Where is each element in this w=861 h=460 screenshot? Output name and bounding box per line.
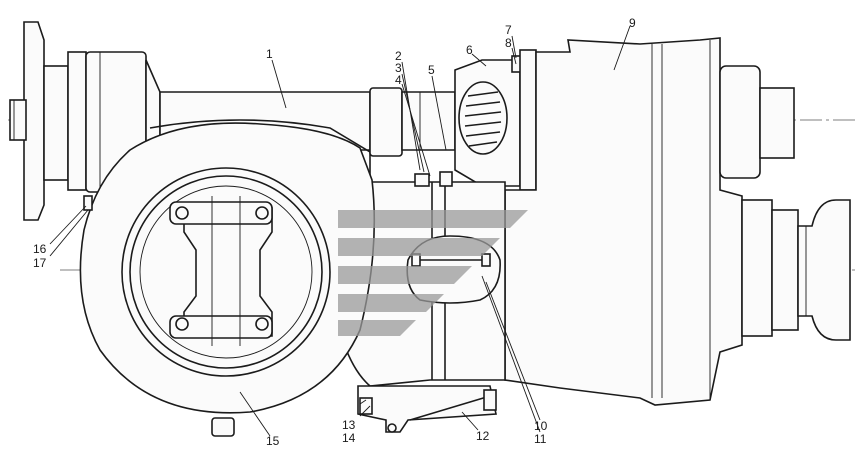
callout-6: 6 xyxy=(466,43,473,57)
callout-4: 4 xyxy=(395,73,402,87)
callout-8: 8 xyxy=(505,36,512,50)
callout-5: 5 xyxy=(428,63,435,77)
watermark-logo xyxy=(338,210,528,336)
callout-3: 3 xyxy=(395,61,402,75)
callout-1: 1 xyxy=(266,47,273,61)
callout-16: 16 xyxy=(33,242,47,256)
fastener-16-17 xyxy=(83,195,93,211)
callout-13: 13 xyxy=(342,418,356,432)
callout-2: 2 xyxy=(395,49,402,63)
callout-14: 14 xyxy=(342,431,356,445)
callout-12: 12 xyxy=(476,429,490,443)
main-housing xyxy=(504,37,851,406)
leader-lines xyxy=(49,25,631,437)
callout-17: 17 xyxy=(33,256,47,270)
callout-10: 10 xyxy=(534,419,548,433)
wheel-housing xyxy=(79,122,376,437)
bottom-bracket xyxy=(357,385,497,433)
finned-cover xyxy=(454,49,537,191)
callout-11: 11 xyxy=(534,432,547,446)
callout-9: 9 xyxy=(629,16,636,30)
callout-7: 7 xyxy=(505,23,512,37)
callout-15: 15 xyxy=(266,434,280,448)
